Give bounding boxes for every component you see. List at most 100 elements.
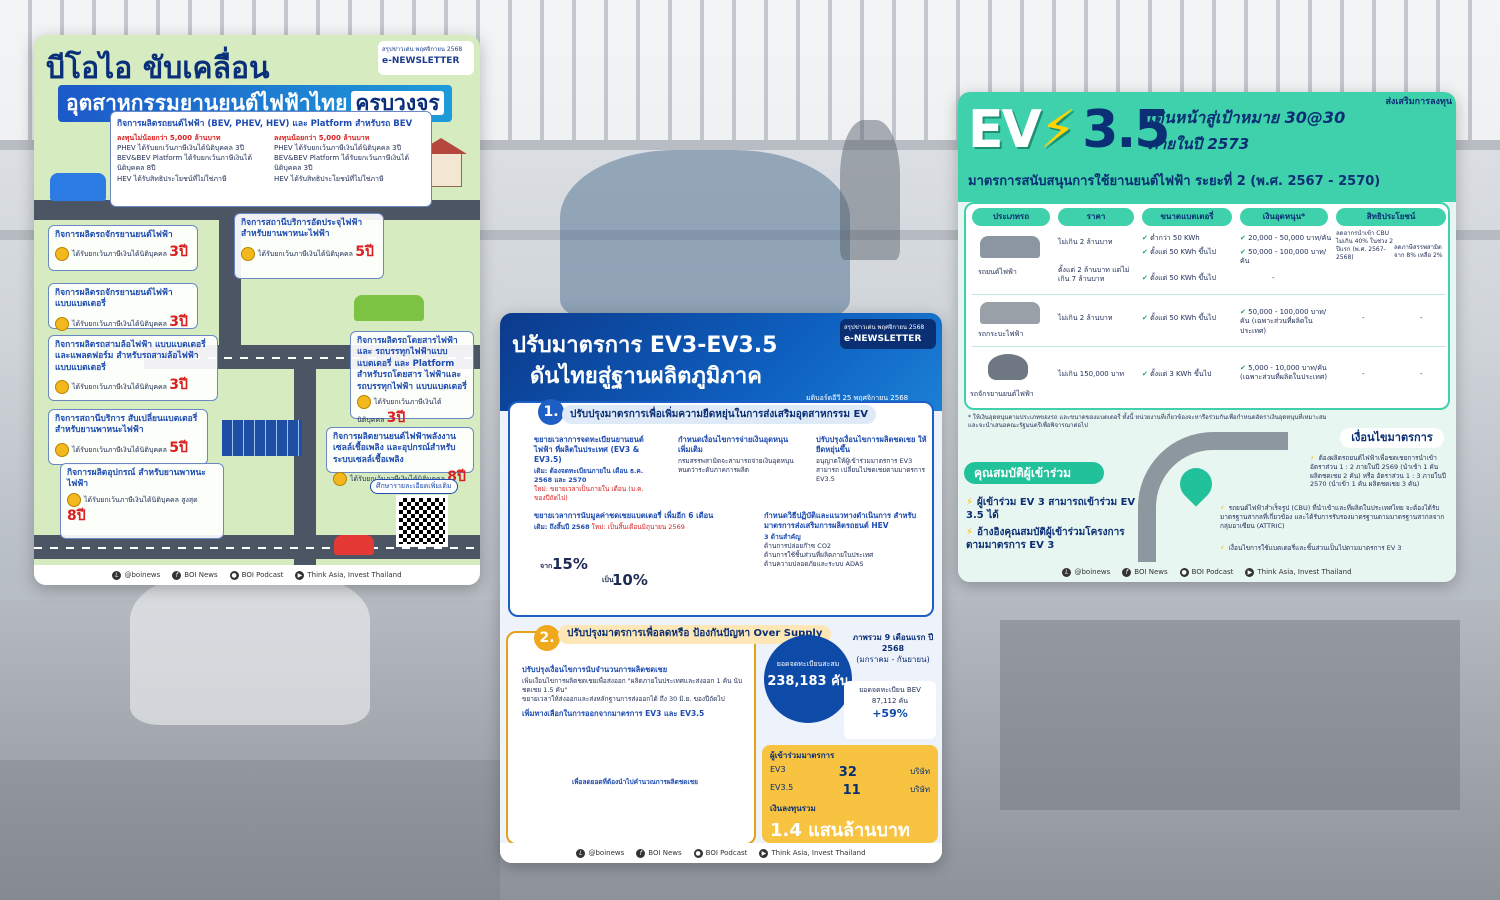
measure-cell: ขยายเวลาการจดทะเบียนยานยนต์ไฟฟ้า ที่ผลิต… <box>534 435 644 502</box>
incentive-box: กิจการผลิตรถโดยสารไฟฟ้าและ รถบรรทุกไฟฟ้า… <box>350 331 474 426</box>
facebook-icon: f <box>172 570 182 580</box>
roof-beam <box>0 140 1500 150</box>
bus-illustration <box>354 295 424 321</box>
podcast-icon: ● <box>229 570 239 580</box>
membership-item: ⚡อ้างอิงคุณสมบัติผู้เข้าร่วมโครงการ ตามม… <box>966 527 1125 551</box>
table-cell: ✔ ตั้งแต่ 50 KWh ขึ้นไป <box>1142 248 1216 256</box>
youtube-icon: ▶ <box>295 570 305 580</box>
lightning-icon: ⚡ <box>1220 504 1225 512</box>
line-icon: L <box>112 570 122 580</box>
condition-item: ⚡ต้องผลิตรถยนต์ไฟฟ้าเพื่อชดเชยการนำเข้า … <box>1310 454 1447 489</box>
coin-icon <box>67 492 81 507</box>
poster2-subtitle: ดันไทยสู่ฐานผลิตภูมิภาค <box>530 364 762 389</box>
table-cell: ✔ 20,000 - 50,000 บาท/คัน <box>1240 234 1332 242</box>
table-cell: - <box>1362 370 1365 378</box>
table-cell: ✔ ต่ำกว่า 50 KWh <box>1142 234 1200 242</box>
incentive-box: กิจการผลิตยานยนต์ไฟฟ้าพลังงานเซลล์เชื้อเ… <box>326 427 474 487</box>
table-cell: - <box>1362 314 1365 322</box>
lightning-icon: ⚡ <box>1220 544 1225 552</box>
table-cell: ลดภาษีสรรพสามิต จาก 8% เหลือ 2% <box>1394 244 1443 260</box>
table-header: เงินอุดหนุน* <box>1240 208 1328 226</box>
coin-icon <box>55 442 69 457</box>
table-cell: ✔ ตั้งแต่ 50 KWh ขึ้นไป <box>1142 274 1216 282</box>
incentive-box: กิจการผลิตรถจักรยานยนต์ไฟฟ้าได้รับยกเว้น… <box>48 225 198 271</box>
line-icon: L <box>1062 567 1072 577</box>
table-cell: - <box>1420 370 1423 378</box>
target-year: ภายในปี 2573 <box>1148 135 1250 153</box>
lightning-icon: ⚡ <box>966 527 974 538</box>
poster3-header <box>958 92 1456 202</box>
youtube-icon: ▶ <box>1245 567 1255 577</box>
support-table: ประเภทรถ ราคา ขนาดแบตเตอรี่ เงินอุดหนุน*… <box>964 202 1450 410</box>
coin-icon <box>55 316 69 331</box>
section-number: 1. <box>538 399 564 425</box>
ev35-logo: EV⚡3.5 <box>968 100 1170 160</box>
condition-item: ⚡รถยนต์ไฟฟ้าสำเร็จรูป (CBU) ที่นำเข้าและ… <box>1220 504 1445 530</box>
table-header: ราคา <box>1058 208 1134 226</box>
table-cell: ตั้งแต่ 2 ล้านบาท แต่ไม่เกิน 7 ล้านบาท <box>1058 266 1130 284</box>
facebook-icon: f <box>1122 567 1132 577</box>
section-number: 2. <box>534 625 560 651</box>
footnote: * ให้เงินอุดหนุนตามประเภทของรถ และขนาดขอ… <box>968 414 1327 430</box>
coin-icon <box>55 380 69 395</box>
percent-to: 10% <box>612 571 648 589</box>
blue-car-illustration <box>50 173 106 201</box>
qr-code[interactable] <box>396 495 448 547</box>
measure-cell: กำหนดวิธีปฏิบัติและแนวทางดำเนินการ สำหรั… <box>764 511 917 568</box>
assembly-line <box>1000 620 1460 810</box>
table-cell: ✔ 50,000 - 100,000 บาท/คัน (เฉพาะส่วนที่… <box>1240 308 1327 335</box>
conditions-title: เงื่อนไขมาตรการ <box>1340 428 1444 448</box>
section-1 <box>508 401 934 617</box>
poster2-date: มติบอร์ดอีวี 25 พฤศจิกายน 2568 <box>806 394 909 402</box>
pickup-icon <box>980 302 1040 324</box>
assembly-line <box>0 760 500 900</box>
coin-icon <box>333 472 347 487</box>
table-header: ขนาดแบตเตอรี่ <box>1142 208 1232 226</box>
incentive-box: กิจการผลิตอุปกรณ์ สำหรับยานพาหนะไฟฟ้าได้… <box>60 463 224 539</box>
period-stat: ภาพรวม 9 เดือนแรก ปี 2568(มกราคม - กันยา… <box>852 633 934 664</box>
table-cell: ไม่เกิน 2 ล้านบาท <box>1058 238 1113 246</box>
table-header: ประเภทรถ <box>972 208 1050 226</box>
table-cell: ✔ 5,000 - 10,000 บาท/คัน (เฉพาะส่วนที่ผล… <box>1240 364 1328 382</box>
podcast-icon: ● <box>693 848 703 858</box>
boi-logo: ส่งเสริมการลงทุน <box>1385 97 1452 107</box>
youtube-icon: ▶ <box>759 848 769 858</box>
table-cell: ✔ 50,000 - 100,000 บาท/คัน <box>1240 248 1327 266</box>
membership-title: คุณสมบัติผู้เข้าร่วม <box>964 462 1104 484</box>
table-cell: - <box>1272 274 1275 282</box>
blue-car-front <box>560 150 850 320</box>
table-cell: รถยนต์ไฟฟ้า <box>978 268 1017 276</box>
oversupply-cell: ปรับปรุงเงื่อนไขการนับจำนวนการผลิตชดเชย … <box>522 665 743 786</box>
solar-panel-illustration <box>222 420 302 456</box>
motorcycle-icon <box>988 354 1028 380</box>
measure-cell: ปรับปรุงเงื่อนไขการผลิตชดเชย ให้ยืดหยุ่น… <box>816 435 927 483</box>
table-cell: ไม่เกิน 150,000 บาท <box>1058 370 1124 378</box>
more-info-button[interactable]: ศึกษารายละเอียดเพิ่มเติม <box>370 479 458 494</box>
percent-from: 15% <box>552 555 588 573</box>
poster-ev3-ev35: ปรับมาตรการ EV3-EV3.5 ดันไทยสู่ฐานผลิตภู… <box>500 313 942 863</box>
percent-to-label: เป็น <box>602 576 614 584</box>
white-car-front <box>130 575 370 725</box>
incentive-box: กิจการสถานีบริการอัดประจุไฟฟ้า สำหรับยาน… <box>234 213 384 279</box>
measure-cell: ขยายเวลาการนับมูลค่าชดเชยแบตเตอรี่ เพิ่ม… <box>534 511 714 532</box>
section-title: ปรับปรุงมาตรการเพื่อลดหรือ ป้องกันปัญหา … <box>558 625 832 644</box>
lightning-icon: ⚡ <box>1039 100 1076 160</box>
coin-icon <box>241 246 255 261</box>
lightning-icon: ⚡ <box>1310 454 1315 462</box>
podcast-icon: ● <box>1179 567 1189 577</box>
car-icon <box>980 236 1040 258</box>
coin-icon <box>55 247 69 262</box>
section-title: ปรับปรุงมาตรการเพื่อเพิ่มความยืดหยุ่นในก… <box>562 405 877 424</box>
incentive-box: กิจการผลิตรถสามล้อไฟฟ้า แบบแบตเตอรี่และแ… <box>48 335 218 401</box>
poster3-subtitle: มาตรการสนับสนุนการใช้ยานยนต์ไฟฟ้า ระยะที… <box>968 174 1381 189</box>
table-cell: ✔ ตั้งแต่ 3 KWh ขึ้นไป <box>1142 370 1212 378</box>
